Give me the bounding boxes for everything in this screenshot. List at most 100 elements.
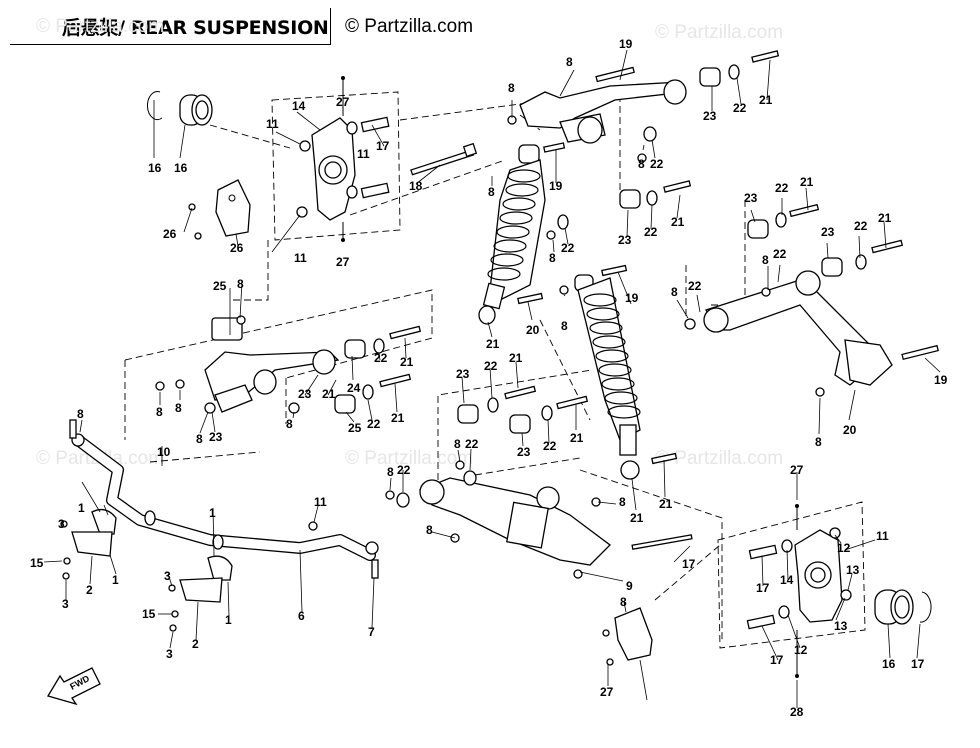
callout-8: 8 xyxy=(638,157,645,171)
callout-1: 1 xyxy=(209,506,216,520)
callout-8: 8 xyxy=(619,495,626,509)
callout-8: 11 xyxy=(314,495,327,509)
callout-19: 19 xyxy=(549,179,563,193)
callout-26: 27 xyxy=(600,685,614,699)
callout-8: 8 xyxy=(387,465,394,479)
callout-8: 8 xyxy=(815,435,822,449)
callout-1: 1 xyxy=(78,501,85,515)
callout-2: 2 xyxy=(192,637,199,651)
stabilizer-clamp-left xyxy=(60,508,117,580)
callout-22: 22 xyxy=(773,247,787,261)
callout-22: 22 xyxy=(367,417,381,431)
lower-center-arm xyxy=(385,385,693,579)
callout-11: 11 xyxy=(357,147,370,161)
callout-16: 17 xyxy=(376,139,390,153)
right-skid-bracket xyxy=(602,607,653,666)
callout-22: 22 xyxy=(465,437,479,451)
right-knuckle-assembly xyxy=(746,504,852,678)
stabilizer-clamp-right xyxy=(168,555,233,632)
callout-20: 21 xyxy=(486,337,500,351)
callout-8: 8 xyxy=(237,277,244,291)
callout-2: 2 xyxy=(86,583,93,597)
callout-5: 7 xyxy=(368,625,375,639)
callout-22: 23 xyxy=(298,387,312,401)
callout-21: 21 xyxy=(400,355,414,369)
title-box xyxy=(10,8,331,45)
watermark: © Partzilla.com xyxy=(345,448,474,469)
callout-7: 8 xyxy=(77,407,84,421)
callout-22: 22 xyxy=(484,359,498,373)
diagram-title: 后悬架/ REAR SUSPENSION xyxy=(62,17,329,39)
callout-22: 22 xyxy=(561,241,575,255)
callout-21: 21 xyxy=(800,175,814,189)
long-bolt xyxy=(410,142,478,176)
callout-3: 3 xyxy=(58,517,65,531)
callout-22: 23 xyxy=(209,430,223,444)
rear-shock-absorber-upper xyxy=(478,142,569,325)
callout-18: 20 xyxy=(843,423,857,437)
watermark: © Partzilla.com xyxy=(655,448,784,469)
callout-16: 17 xyxy=(770,653,784,667)
callout-8: 8 xyxy=(426,523,433,537)
callout-26: 26 xyxy=(163,227,177,241)
callout-labels: 16 16 14 11 11 11 17 27 27 18 26 26 8 19… xyxy=(30,37,948,719)
callout-3: 3 xyxy=(164,569,171,583)
callout-22: 21 xyxy=(322,387,336,401)
callout-8: 8 xyxy=(175,401,182,415)
callout-8: 8 xyxy=(671,285,678,299)
callout-3: 3 xyxy=(62,597,69,611)
callout-1: 1 xyxy=(225,613,232,627)
callout-leader-lines xyxy=(43,49,941,708)
callout-21: 21 xyxy=(391,411,405,425)
callout-21: 21 xyxy=(759,93,773,107)
callout-15: 16 xyxy=(148,161,162,175)
callout-8: 8 xyxy=(549,251,556,265)
callout-13: 15 xyxy=(142,607,156,621)
callout-22: 22 xyxy=(775,181,789,195)
rear-shock-absorber-lower xyxy=(559,264,678,480)
callout-22: 22 xyxy=(374,351,388,365)
callout-6: 8 xyxy=(566,55,573,69)
callout-11: 11 xyxy=(266,117,279,131)
callout-17: 19 xyxy=(619,37,633,51)
callout-20: 21 xyxy=(630,511,644,525)
forward-direction-arrow: FWD xyxy=(47,667,101,706)
callout-15: 17 xyxy=(911,657,925,671)
callout-23: 23 xyxy=(517,445,531,459)
callout-14: 16 xyxy=(882,657,896,671)
callout-11: 13 xyxy=(834,619,848,633)
callout-22: 22 xyxy=(854,219,868,233)
callout-23: 23 xyxy=(456,367,470,381)
callout-27: 27 xyxy=(790,463,804,477)
right-a-arm xyxy=(684,203,939,397)
callout-11: 11 xyxy=(294,251,307,265)
right-wheel-bearing xyxy=(874,589,932,625)
left-skid-bracket xyxy=(188,179,251,240)
callout-3: 3 xyxy=(166,647,173,661)
callout-25: 26 xyxy=(230,241,244,255)
callout-16: 17 xyxy=(756,581,770,595)
callout-8: 8 xyxy=(196,432,203,446)
callout-27: 28 xyxy=(790,705,804,719)
callout-9: 9 xyxy=(626,579,633,593)
callout-22: 22 xyxy=(733,101,747,115)
callout-23: 23 xyxy=(821,225,835,239)
callout-8: 8 xyxy=(561,319,568,333)
callout-21: 21 xyxy=(509,351,523,365)
callout-8: 8 xyxy=(156,405,163,419)
callout-14: 16 xyxy=(174,161,188,175)
callout-22: 22 xyxy=(650,157,664,171)
callout-24: 25 xyxy=(213,279,227,293)
callout-8: 10 xyxy=(157,445,171,459)
callout-21: 21 xyxy=(570,431,584,445)
callout-8: 8 xyxy=(620,595,627,609)
left-knuckle-assembly xyxy=(296,76,390,242)
callout-19: 20 xyxy=(526,323,540,337)
callout-8: 8 xyxy=(454,437,461,451)
callout-11: 12 xyxy=(794,643,808,657)
watermark: © Partzilla.com xyxy=(655,22,784,43)
callout-8: 8 xyxy=(508,81,515,95)
callout-27: 27 xyxy=(336,255,350,269)
upper-arm-6 xyxy=(507,50,780,163)
